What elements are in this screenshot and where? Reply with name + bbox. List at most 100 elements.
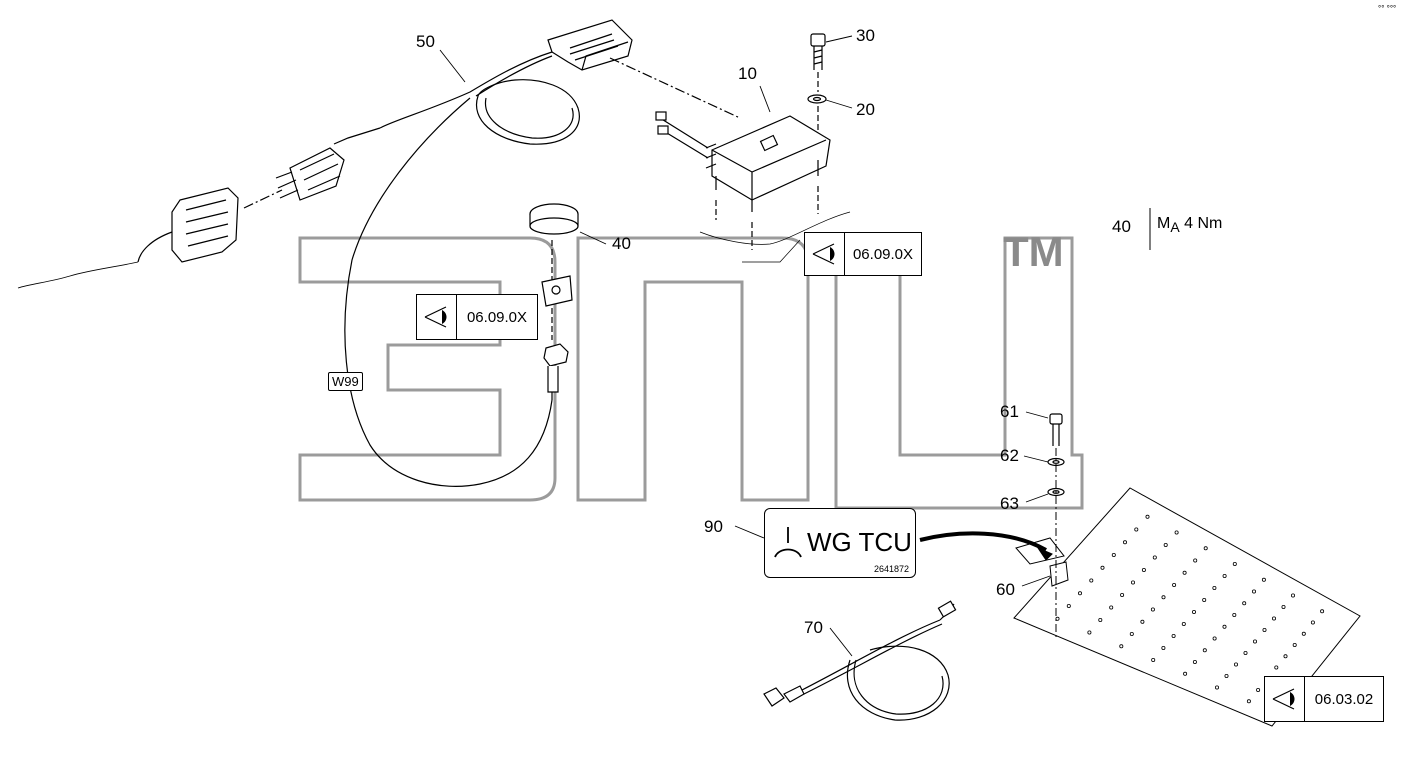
plate-hole [1183, 671, 1188, 676]
plate-hole [1098, 618, 1103, 623]
watermark [298, 236, 1084, 510]
plate-hole [1242, 601, 1247, 606]
plate-hole [1055, 616, 1060, 621]
callout-70: 70 [804, 618, 823, 637]
plate-hole [1212, 586, 1217, 591]
eye-view-icon [1265, 677, 1305, 721]
plate-hole [1120, 593, 1125, 598]
plate-hole [1224, 674, 1229, 679]
plate-hole [1202, 598, 1207, 603]
plate-hole [1182, 570, 1187, 575]
plate-hole [1174, 530, 1179, 535]
plate-hole [1111, 553, 1116, 558]
plate-hole [1215, 685, 1220, 690]
torque-spec: MA 4 Nm [1157, 215, 1222, 235]
plate-hole [1171, 634, 1176, 639]
ref-box-mid[interactable]: 06.09.0X [416, 294, 538, 340]
plate-hole [1234, 662, 1239, 667]
plate-hole [1129, 632, 1134, 637]
plate-hole [1261, 577, 1266, 582]
callout-40: 40 [612, 234, 631, 253]
plate-hole [1291, 593, 1296, 598]
leader-lines [439, 35, 1151, 657]
torque-subscript: A [1170, 219, 1180, 236]
plate-hole [1193, 558, 1198, 563]
plate-hole [1202, 648, 1207, 653]
plate-hole [1181, 622, 1186, 627]
torque-value: 4 Nm [1184, 215, 1223, 232]
plate-hole [1253, 639, 1258, 644]
ref-box-bottom[interactable]: 06.03.02 [1264, 676, 1384, 722]
plate-hole [1212, 636, 1217, 641]
plate-hole [1078, 591, 1083, 596]
plate-hole [1192, 660, 1197, 665]
label-arrowhead [1036, 546, 1053, 561]
sensor-40 [529, 203, 579, 393]
plate-hole [1222, 574, 1227, 579]
callout-60: 60 [996, 580, 1015, 599]
torque-item: 40 [1112, 217, 1131, 236]
eye-view-icon [805, 233, 845, 275]
plate-hole [1203, 546, 1208, 551]
plate-hole [1145, 514, 1150, 519]
eye-view-icon [417, 295, 457, 339]
plate-hole [1232, 613, 1237, 618]
plate-hole [1281, 605, 1286, 610]
plate-hole [1140, 619, 1145, 624]
callout-63: 63 [1000, 494, 1019, 513]
plate-hole [1172, 583, 1177, 588]
plate-hole [1283, 654, 1288, 659]
plate-hole [1274, 665, 1279, 670]
plate-hole [1262, 628, 1267, 633]
label-text: WG TCU [807, 527, 912, 557]
plate-hole [1066, 604, 1071, 609]
plate-hole [1301, 631, 1306, 636]
plate-hole [1243, 651, 1248, 656]
plate-hole [1272, 616, 1277, 621]
callout-61: 61 [1000, 402, 1019, 421]
ref-label: 06.03.02 [1314, 690, 1374, 708]
harness-50 [17, 19, 741, 487]
callout-10: 10 [738, 64, 757, 83]
plate-hole [1131, 580, 1136, 585]
plate-hole [1151, 658, 1156, 663]
callout-30: 30 [856, 26, 875, 45]
sensor-cable-70 [763, 600, 957, 721]
plate-hole [1134, 527, 1139, 532]
plate-hole [1256, 688, 1261, 693]
plate-hole [1087, 630, 1092, 635]
plate-hole [1152, 555, 1157, 560]
plate-hole [1119, 644, 1124, 649]
ref-label: 06.09.0X [466, 308, 528, 326]
callout-20: 20 [856, 100, 875, 119]
bolt-61 [1049, 413, 1063, 446]
plate-hole [1161, 646, 1166, 651]
harness-tag: W99 [328, 372, 363, 391]
plate-hole [1292, 643, 1297, 648]
plate-hole [1320, 609, 1325, 614]
torque-symbol: M [1157, 215, 1171, 232]
plate-hole [1100, 565, 1105, 570]
plate-hole [1109, 605, 1114, 610]
plate-hole [1161, 595, 1166, 600]
plate-hole [1163, 543, 1168, 548]
plate-hole [1141, 568, 1146, 573]
label-90: WG TCU 2641872 [764, 508, 916, 578]
plate-hole [1089, 578, 1094, 583]
corner-mark: °° °°° [1378, 4, 1397, 13]
ground-symbol-icon [774, 527, 802, 558]
washer-20 [807, 94, 827, 130]
plate-hole [1232, 562, 1237, 567]
plate-hole [1246, 699, 1251, 704]
callout-62: 62 [1000, 446, 1019, 465]
watermark-tm: TM [1003, 228, 1064, 275]
plate-hole [1192, 610, 1197, 615]
plate-holes [1055, 514, 1325, 704]
callout-90: 90 [704, 517, 723, 536]
label-code: 2641872 [873, 564, 909, 574]
plate-hole [1222, 624, 1227, 629]
tcu-10 [655, 111, 851, 263]
plate-hole [1123, 540, 1128, 545]
ref-box-top[interactable]: 06.09.0X [804, 232, 922, 276]
callout-50: 50 [416, 32, 435, 51]
